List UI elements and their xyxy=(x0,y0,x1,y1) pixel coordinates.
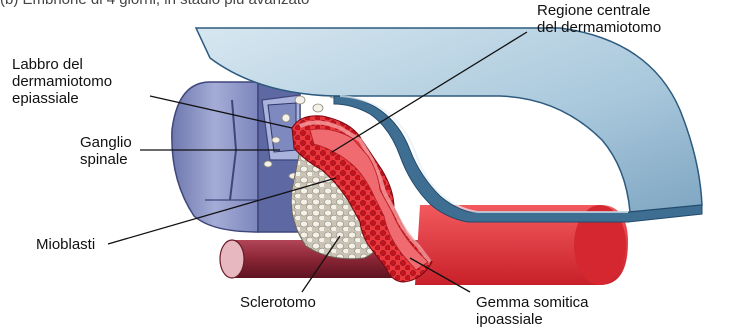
label-labbro-epiassiale: Labbro del dermamiotomo epiassiale xyxy=(12,56,112,107)
label-gemma-somitica: Gemma somitica ipoassiale xyxy=(476,294,589,328)
label-sclerotomo: Sclerotomo xyxy=(240,294,316,311)
label-mioblasti: Mioblasti xyxy=(36,236,95,253)
label-ganglio-spinale: Ganglio spinale xyxy=(80,134,132,168)
label-regione-centrale: Regione centrale del dermamiotomo xyxy=(537,2,661,36)
